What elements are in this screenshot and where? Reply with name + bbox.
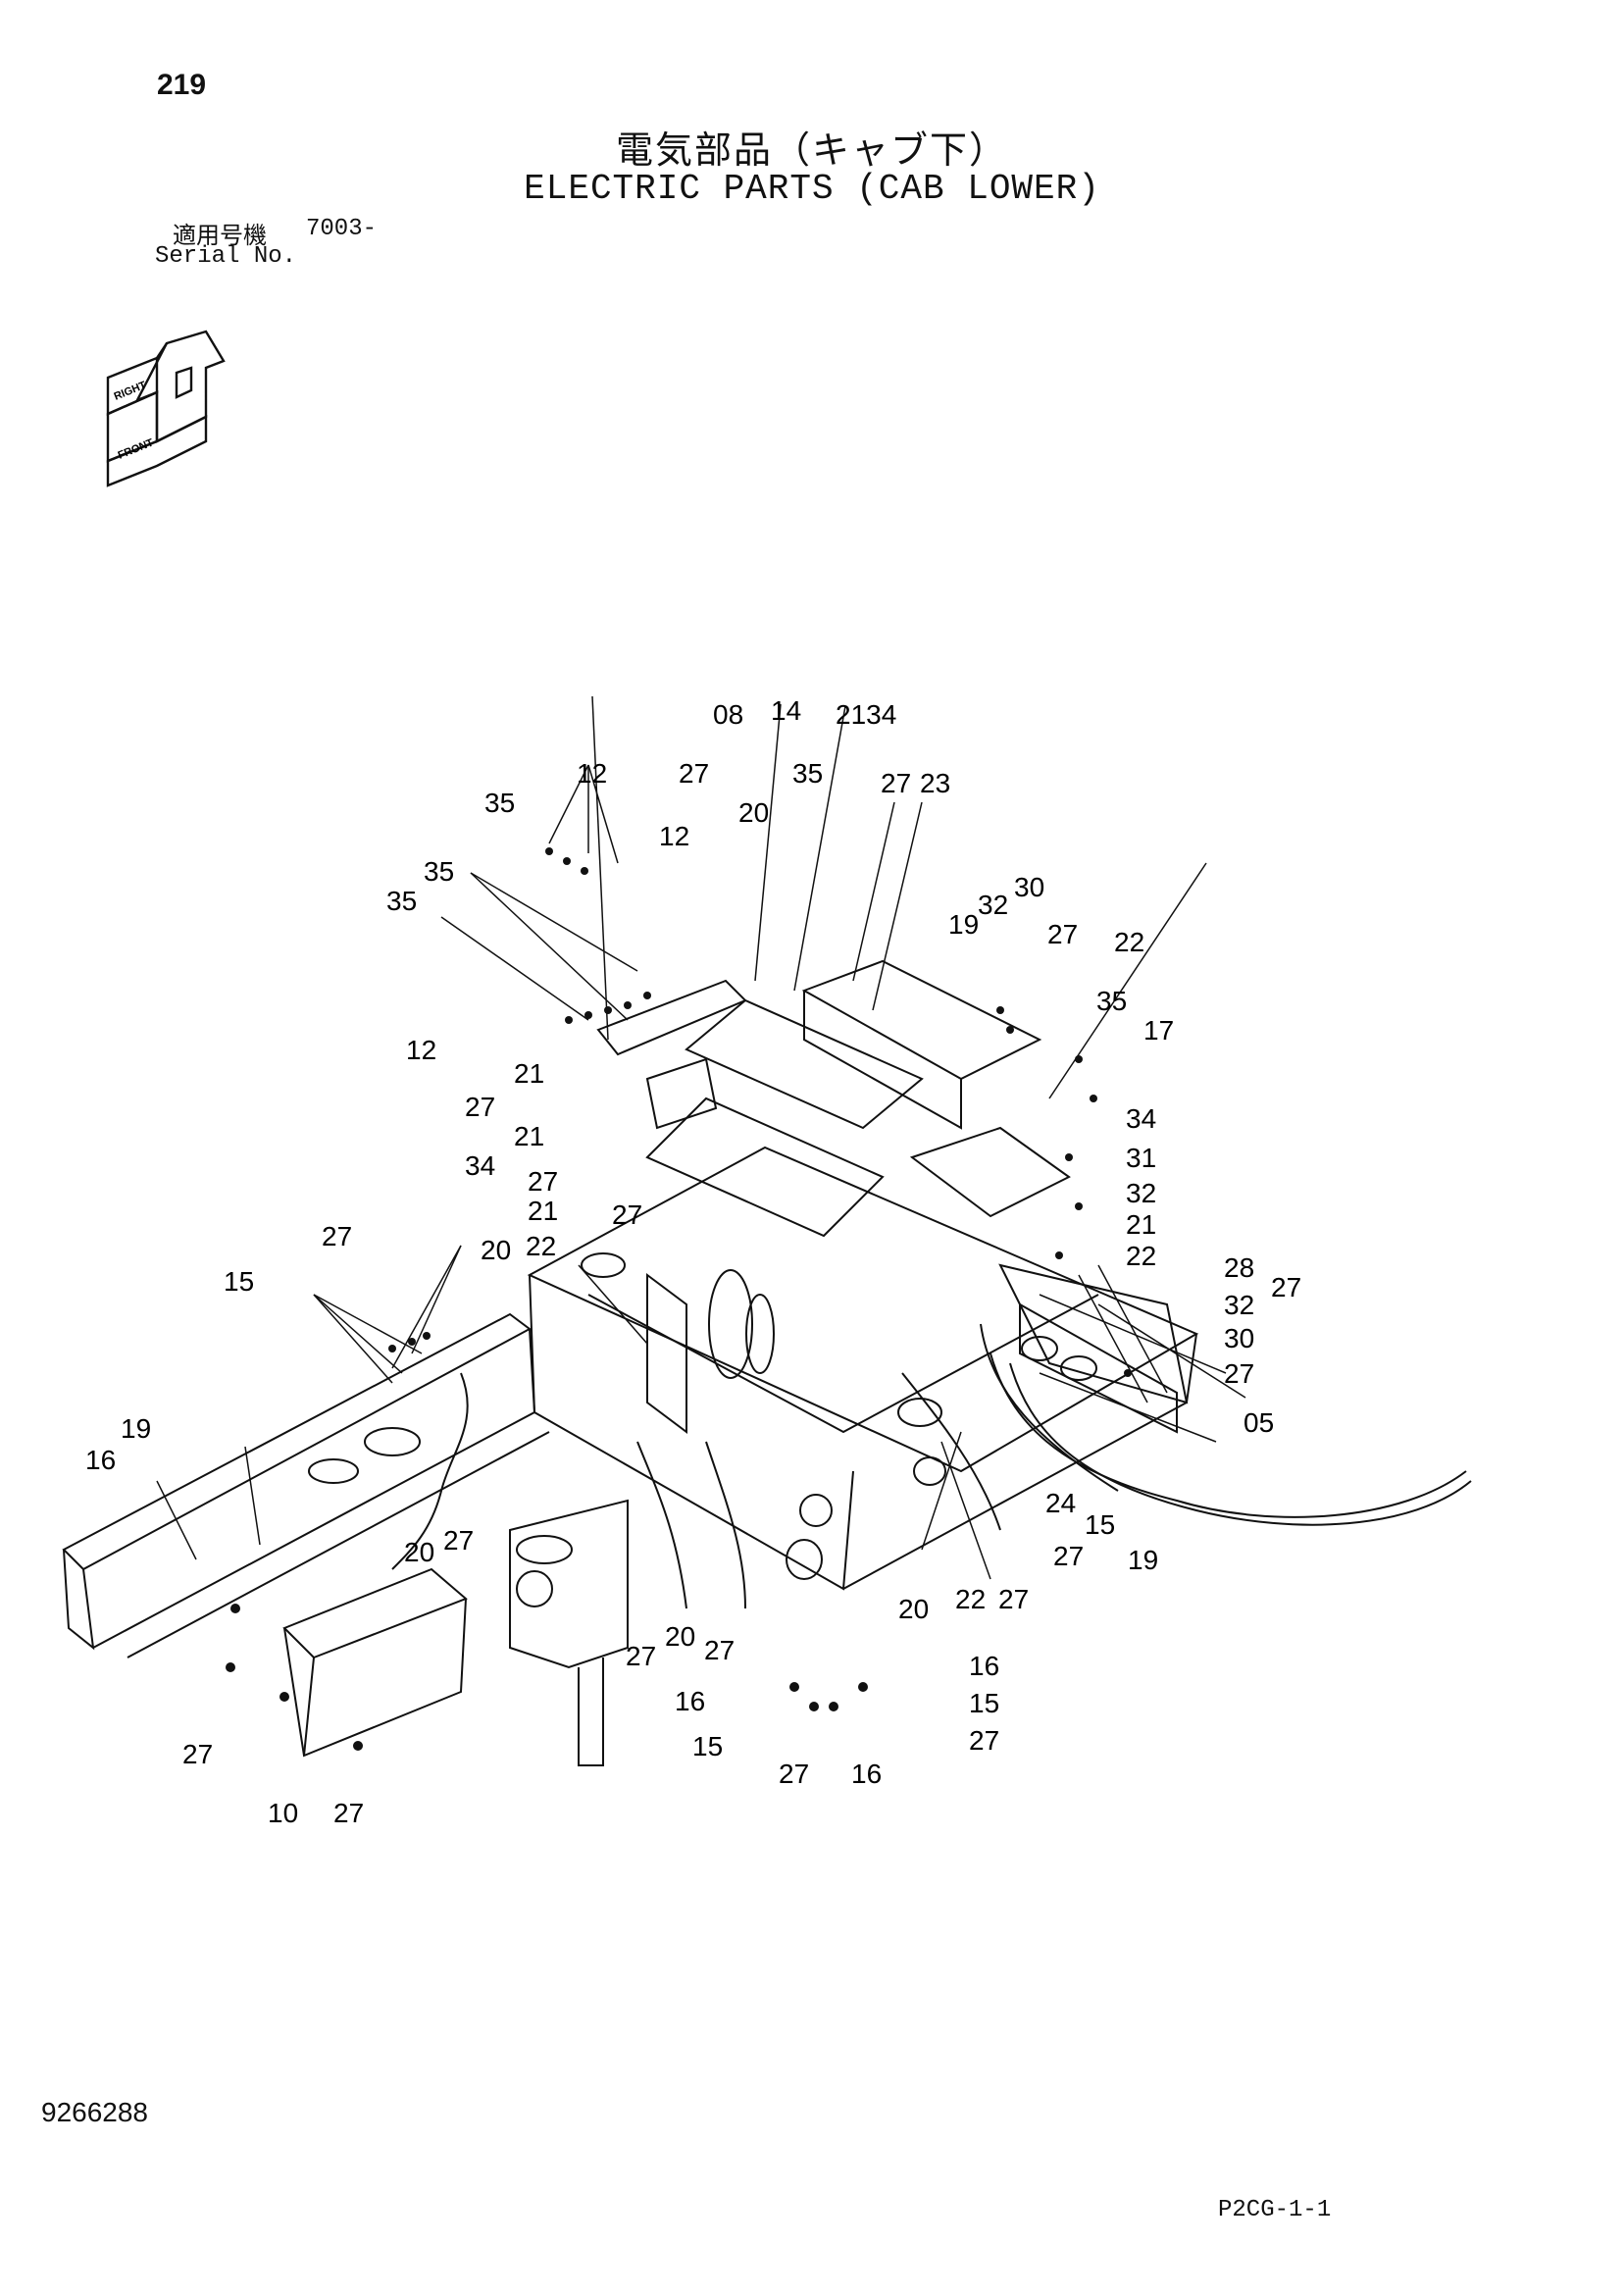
callout-14: 14 [771, 695, 801, 726]
callout-16: 16 [85, 1445, 116, 1475]
page-number: 219 [157, 69, 207, 101]
callout-2134: 2134 [836, 699, 896, 730]
callout-20: 20 [404, 1537, 434, 1567]
callout-19: 19 [948, 909, 979, 940]
callout-32: 32 [1224, 1290, 1254, 1320]
callout-05: 05 [1243, 1407, 1274, 1438]
callout-16: 16 [851, 1759, 882, 1789]
callout-27: 27 [528, 1166, 558, 1197]
callout-27: 27 [704, 1635, 735, 1665]
serial-value: 7003- [306, 216, 378, 242]
callout-27: 27 [322, 1221, 352, 1251]
callout-22: 22 [955, 1584, 986, 1614]
callout-27: 27 [333, 1798, 364, 1828]
callout-30: 30 [1014, 872, 1044, 902]
callout-21: 21 [514, 1058, 544, 1089]
callout-28: 28 [1224, 1252, 1254, 1283]
drawing-number: 9266288 [41, 2097, 149, 2127]
callout-35: 35 [424, 856, 454, 887]
callout-31: 31 [1126, 1143, 1156, 1173]
callout-35: 35 [484, 788, 515, 818]
callout-34: 34 [465, 1150, 495, 1181]
callout-21: 21 [514, 1121, 544, 1151]
callout-20: 20 [481, 1235, 511, 1265]
callout-10: 10 [268, 1798, 298, 1828]
callout-15: 15 [692, 1731, 723, 1761]
callout-27: 27 [182, 1739, 213, 1769]
callout-23: 23 [920, 768, 950, 798]
title-japanese: 電気部品（キャブ下） [615, 128, 1008, 172]
callout-32: 32 [978, 890, 1008, 920]
callout-27: 27 [626, 1641, 656, 1671]
callout-27: 27 [612, 1199, 642, 1230]
callout-35: 35 [1096, 986, 1127, 1016]
callout-27: 27 [465, 1092, 495, 1122]
callout-27: 27 [969, 1725, 999, 1756]
callout-27: 27 [998, 1584, 1029, 1614]
callout-12: 12 [406, 1035, 436, 1065]
callout-22: 22 [1126, 1241, 1156, 1271]
title-english: ELECTRIC PARTS (CAB LOWER) [524, 169, 1100, 209]
callout-34: 34 [1126, 1103, 1156, 1134]
callout-12: 12 [659, 821, 689, 851]
callout-27: 27 [1053, 1541, 1084, 1571]
callout-15: 15 [1085, 1509, 1115, 1540]
callout-15: 15 [969, 1688, 999, 1718]
callout-21: 21 [528, 1196, 558, 1226]
callout-22: 22 [1114, 927, 1144, 957]
callout-32: 32 [1126, 1178, 1156, 1208]
callout-15: 15 [224, 1266, 254, 1297]
callout-16: 16 [675, 1686, 705, 1716]
callout-17: 17 [1143, 1015, 1174, 1046]
callout-27: 27 [1224, 1358, 1254, 1389]
callout-27: 27 [1271, 1272, 1301, 1302]
page-code: P2CG-1-1 [1218, 2197, 1332, 2223]
callout-20: 20 [738, 797, 769, 828]
callout-08: 08 [713, 699, 743, 730]
callout-19: 19 [121, 1413, 151, 1444]
callout-27: 27 [881, 768, 911, 798]
callout-21: 21 [1126, 1209, 1156, 1240]
callout-20: 20 [665, 1621, 695, 1652]
callout-22: 22 [526, 1231, 556, 1261]
callout-16: 16 [969, 1651, 999, 1681]
serial-label-english: Serial No. [155, 243, 297, 270]
callout-27: 27 [679, 758, 709, 789]
callout-27: 27 [779, 1759, 809, 1789]
callout-20: 20 [898, 1594, 929, 1624]
callout-19: 19 [1128, 1545, 1158, 1575]
callout-35: 35 [792, 758, 823, 789]
orientation-icon: RIGHT FRONT [106, 330, 226, 487]
callout-35: 35 [386, 886, 417, 916]
callout-30: 30 [1224, 1323, 1254, 1353]
callout-24: 24 [1045, 1488, 1076, 1518]
callout-12: 12 [577, 758, 607, 789]
serial-label-japanese: 適用号機 [173, 222, 267, 249]
callout-27: 27 [443, 1525, 474, 1556]
callout-27: 27 [1047, 919, 1078, 949]
